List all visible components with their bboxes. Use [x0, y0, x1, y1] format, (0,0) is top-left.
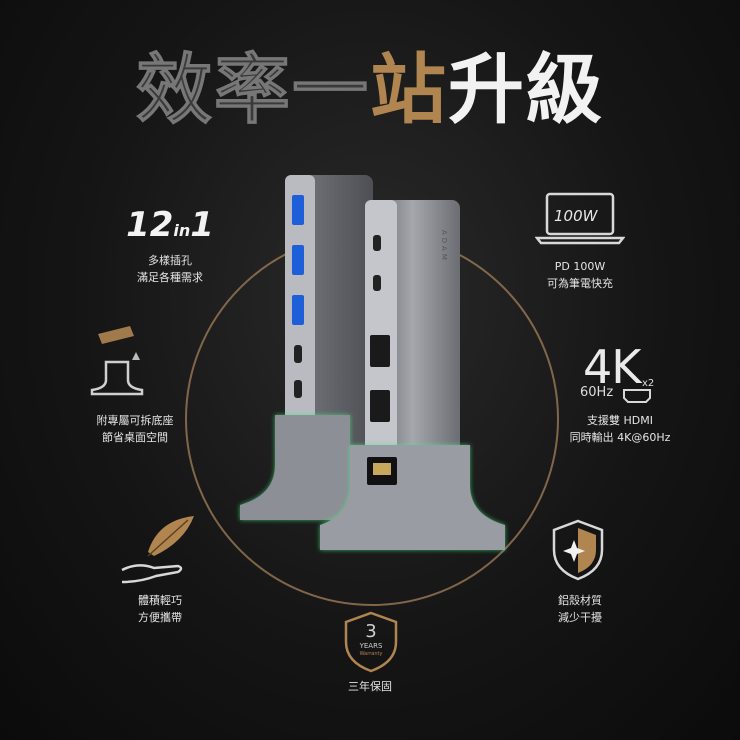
headline: 效率一站升級	[0, 51, 740, 128]
feature-stand-line1: 附專屬可拆底座	[96, 414, 174, 427]
warranty-word: Warranty	[359, 651, 383, 657]
warranty-number: 3	[365, 621, 377, 642]
power-watt: 100W	[554, 207, 598, 225]
feature-material: 鋁殼材質 減少干擾	[520, 592, 640, 626]
warranty-badge: 3 YEARS Warranty	[341, 622, 401, 658]
feature-power-line1: PD 100W	[554, 260, 606, 273]
ports-count-suffix: in	[173, 221, 191, 240]
feature-weight-line1: 體積輕巧	[138, 594, 182, 607]
ports-count-number: 12	[126, 205, 174, 245]
shield-icon	[552, 519, 604, 581]
feature-warranty: 三年保固	[310, 678, 430, 695]
brand-label: ADAM	[440, 230, 448, 263]
feature-display-line2: 同時輸出 4K@60Hz	[569, 431, 671, 444]
feature-ports-line1: 多樣插孔	[148, 254, 192, 267]
ports-count-number2: 1	[190, 205, 214, 245]
feature-stand: 附專屬可拆底座 節省桌面空間	[70, 412, 200, 446]
stand-right	[320, 445, 505, 550]
headline-part3: 升級	[448, 45, 604, 134]
stand-icon	[90, 326, 144, 396]
feature-material-line2: 減少干擾	[558, 611, 602, 624]
hdmi-icon	[623, 389, 651, 403]
display-rate: 60Hz	[580, 385, 614, 400]
display-multiplier: x2	[642, 378, 655, 389]
feature-power: PD 100W 可為筆電快充	[520, 258, 640, 292]
feature-material-line1: 鋁殼材質	[558, 594, 602, 607]
warranty-years: YEARS	[359, 642, 383, 650]
feature-stand-line2: 節省桌面空間	[102, 431, 168, 444]
feature-warranty-line1: 三年保固	[348, 680, 392, 693]
feature-display: 支援雙 HDMI 同時輸出 4K@60Hz	[540, 412, 700, 446]
laptop-icon	[535, 192, 625, 245]
feature-power-line2: 可為筆電快充	[547, 277, 613, 290]
product-illustration	[240, 175, 505, 550]
feature-display-line1: 支援雙 HDMI	[587, 414, 653, 427]
warranty-badge-icon	[344, 611, 398, 673]
headline-part2: 站	[370, 45, 448, 134]
feature-ports: 多樣插孔 滿足各種需求	[110, 252, 230, 286]
stand-left	[240, 415, 380, 520]
ports-count: 12in1	[120, 205, 220, 245]
feather-hand-icon	[121, 516, 194, 584]
feature-weight: 體積輕巧 方便攜帶	[100, 592, 220, 626]
feature-weight-line2: 方便攜帶	[138, 611, 182, 624]
feature-ports-line2: 滿足各種需求	[137, 271, 203, 284]
display-resolution: 4K	[583, 340, 641, 394]
headline-part1: 效率一	[136, 45, 370, 134]
